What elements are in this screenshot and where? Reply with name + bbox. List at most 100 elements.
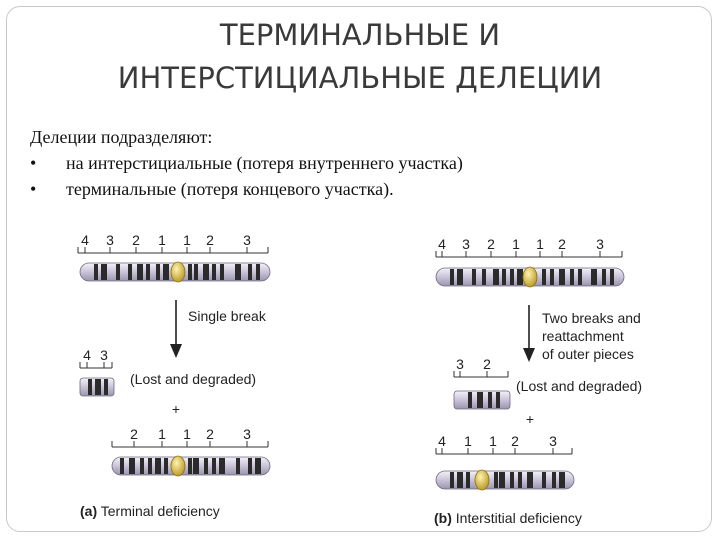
slide-title: ТЕРМИНАЛЬНЫЕ И ИНТЕРСТИЦИАЛЬНЫЕ ДЕЛЕЦИИ — [0, 14, 720, 100]
bullet-dot-icon: • — [30, 153, 37, 173]
chromosome-band — [559, 472, 565, 488]
band-label: 3 — [456, 356, 464, 372]
chromosome-band — [156, 264, 160, 280]
chromosome-band — [493, 269, 499, 285]
chromosome-band — [518, 472, 522, 488]
chromosome-band — [450, 472, 454, 488]
lost-label: (Lost and degraded) — [130, 371, 256, 387]
chromosome-band — [457, 269, 463, 285]
chromosome-band — [203, 264, 209, 280]
centromere — [170, 261, 186, 283]
band-label: 1 — [536, 236, 544, 252]
panel-a-caption: (a) Terminal deficiency — [80, 503, 220, 519]
chromosome-band — [116, 264, 120, 280]
band-label: 1 — [158, 232, 166, 248]
chromosome-band — [550, 269, 554, 285]
caption-text: Interstitial deficiency — [452, 510, 582, 526]
chromosome-band — [472, 269, 476, 285]
title-line-2: ИНТЕРСТИЦИАЛЬНЫЕ ДЕЛЕЦИИ — [117, 61, 603, 95]
intro-text: Делеции подразделяют: — [30, 127, 213, 147]
bullet-item: • на интерстициальные (потеря внутреннег… — [30, 150, 690, 176]
arrow-label-line: of outer pieces — [542, 346, 634, 362]
chromosome-band — [542, 472, 546, 488]
arrow-label-line: Two breaks and — [542, 310, 641, 326]
panel-a-original-chromosome — [79, 261, 271, 283]
panel-b-top-bands: 4 3 2 1 1 2 3 — [438, 236, 604, 252]
band-label: 2 — [130, 426, 138, 442]
chromosome-band — [194, 264, 198, 280]
chromosome-band — [88, 379, 92, 395]
chromosome-band — [129, 458, 135, 474]
band-label: 2 — [206, 232, 214, 248]
panel-a-lost-bands: 4 3 — [83, 347, 108, 363]
chromosome-band — [104, 379, 108, 395]
chromosome-band — [466, 472, 470, 488]
chromosome-band — [137, 264, 143, 280]
band-label: 1 — [464, 433, 472, 449]
bullet-dot-icon: • — [30, 179, 37, 199]
chromosome-band — [212, 458, 216, 474]
panel-a-arrowhead — [170, 344, 182, 358]
chromosome-band — [552, 472, 556, 488]
chromosome-band — [148, 458, 152, 474]
lost-label: (Lost and degraded) — [516, 378, 642, 394]
chromosome-band — [94, 264, 98, 280]
chromosome-band — [559, 269, 565, 285]
band-label: 2 — [483, 356, 491, 372]
band-label: 4 — [438, 236, 446, 252]
chromosome-band — [494, 472, 498, 488]
chromosome-band — [517, 269, 523, 285]
band-label: 3 — [243, 232, 251, 248]
chromosome-band — [255, 458, 261, 474]
band-label: 1 — [489, 433, 497, 449]
chromosome-band — [188, 458, 192, 474]
panel-b-lost-bands: 3 2 — [456, 356, 491, 372]
bullet-text-terminal: терминальные (потеря концевого участка). — [66, 179, 394, 199]
band-label: 4 — [83, 347, 91, 363]
chromosome-band — [95, 379, 101, 395]
panel-a-lost-ruler — [79, 362, 113, 369]
body-text: Делеции подразделяют: • на интерстициаль… — [30, 124, 690, 202]
band-label: 3 — [596, 236, 604, 252]
plus-sign: + — [172, 401, 180, 417]
title-line-1: ТЕРМИНАЛЬНЫЕ И — [219, 18, 501, 52]
band-label: 2 — [132, 232, 140, 248]
panel-a-terminal: 4 3 2 1 1 2 3 Single break 4 3 (Lost and… — [77, 232, 271, 519]
arrow-label-line: reattachment — [542, 328, 624, 344]
band-label: 2 — [487, 236, 495, 252]
panel-b-arrowhead — [523, 348, 535, 362]
band-label: 2 — [206, 426, 214, 442]
chromosome-band — [204, 458, 208, 474]
chromosome-band — [542, 269, 546, 285]
panel-a-lost-fragment — [79, 377, 115, 397]
panel-b-lost-fragment — [453, 390, 511, 410]
caption-text: Terminal deficiency — [97, 503, 220, 519]
chromosome-band — [602, 269, 606, 285]
band-label: 2 — [511, 433, 519, 449]
chromosome-band — [496, 392, 500, 408]
chromosome-band — [120, 458, 124, 474]
panel-b-interstitial: 4 3 2 1 1 2 3 Two breaks and reattachmen… — [434, 236, 642, 526]
band-label: 3 — [243, 426, 251, 442]
chromosome-band — [146, 264, 150, 280]
chromosome-band — [477, 392, 483, 408]
centromere — [170, 455, 186, 477]
chromosome-band — [256, 264, 260, 280]
chromosome-band — [164, 458, 168, 474]
band-label: 3 — [100, 347, 108, 363]
caption-letter: (b) — [434, 510, 452, 526]
band-label: 4 — [438, 433, 446, 449]
band-label: 3 — [106, 232, 114, 248]
band-label: 3 — [462, 236, 470, 252]
chromosome-band — [502, 269, 506, 285]
chromosome-band — [527, 472, 533, 488]
chromosome-band — [482, 269, 486, 285]
chromosome-band — [101, 264, 107, 280]
chromosome-band — [248, 458, 252, 474]
band-label: 1 — [512, 236, 520, 252]
band-label: 1 — [183, 426, 191, 442]
chromosome-band — [457, 472, 463, 488]
panel-b-result-bands: 4 1 1 2 3 — [438, 433, 557, 449]
panel-a-result-bands: 2 1 1 2 3 — [130, 426, 251, 442]
chromosome-band — [510, 269, 514, 285]
